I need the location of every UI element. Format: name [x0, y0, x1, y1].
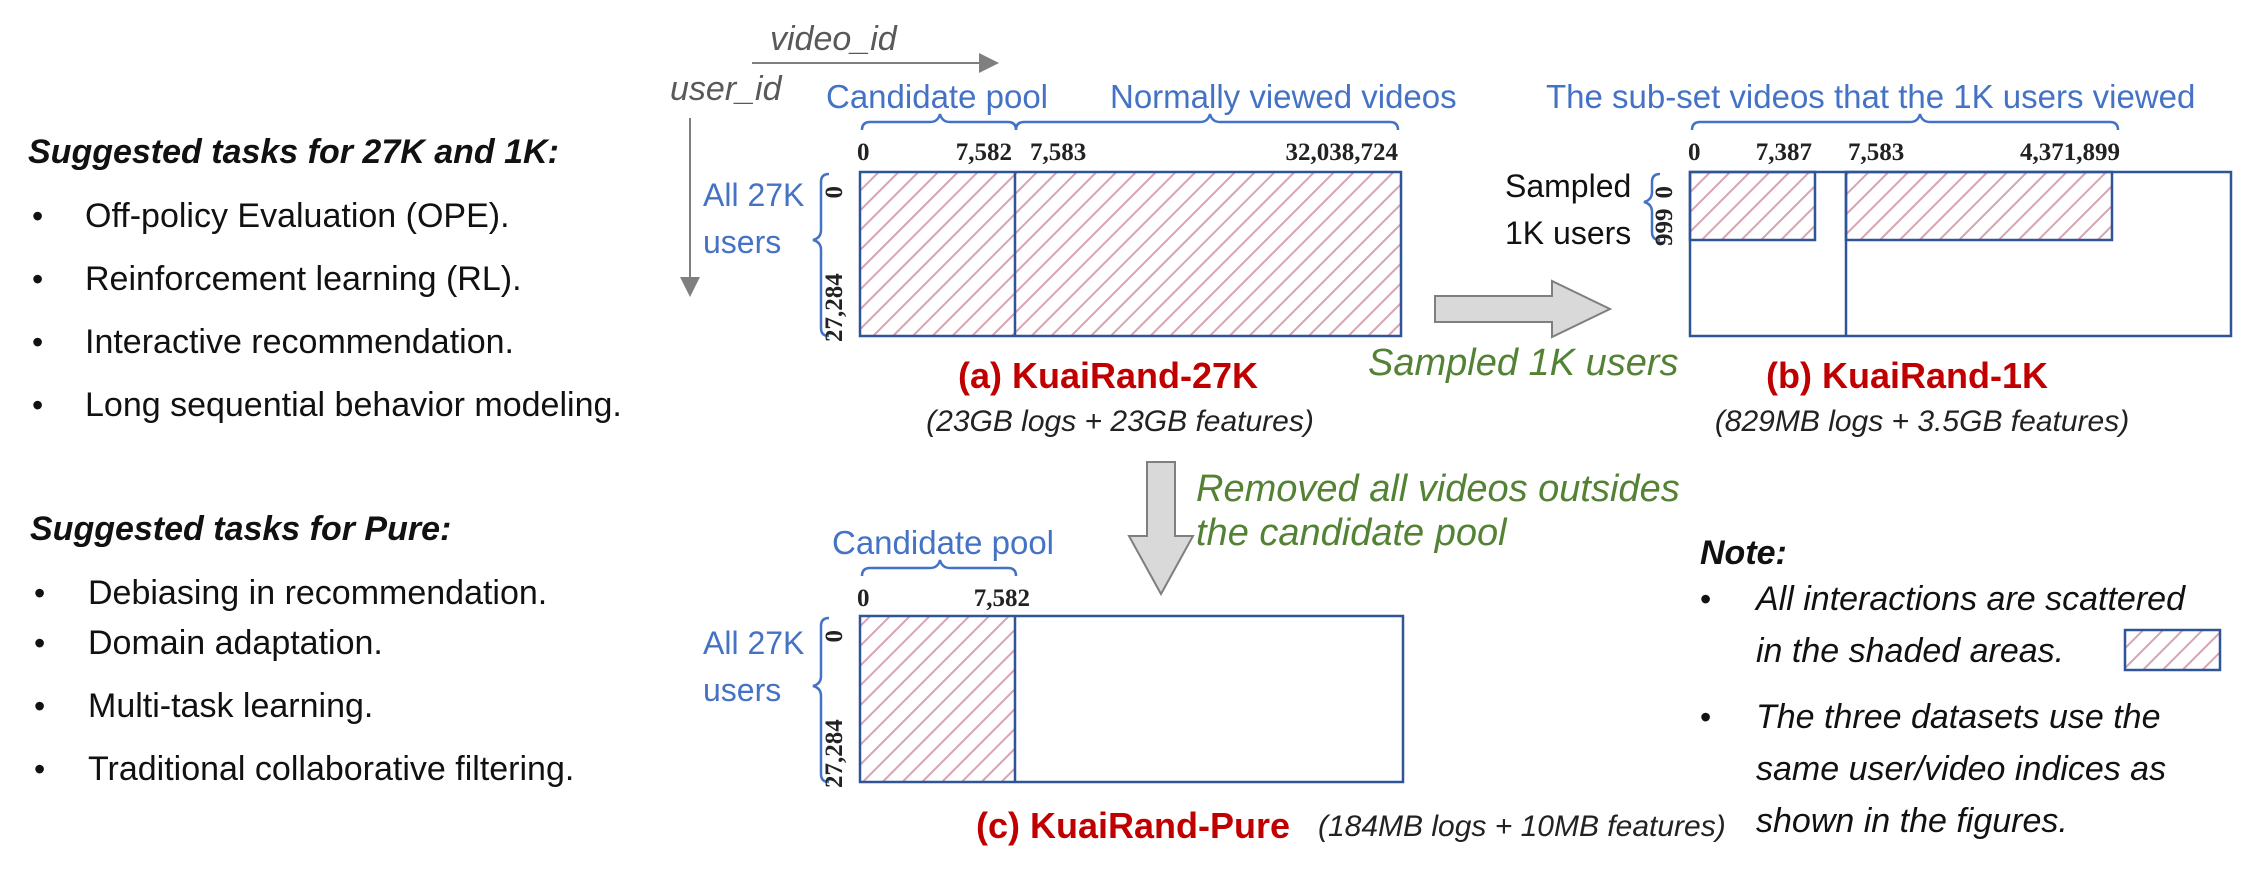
candidate-shaded-area — [860, 616, 1015, 782]
task-item: Off-policy Evaluation (OPE). — [85, 197, 510, 235]
bullet-icon: • — [34, 751, 45, 787]
col-tick: 7,582 — [974, 585, 1030, 612]
users-label: Sampled — [1505, 168, 1631, 204]
sampled-arrow-group: Sampled 1K users — [1368, 279, 1679, 384]
viewed-shaded-area — [1015, 172, 1401, 336]
note-line: in the shaded areas. — [1756, 632, 2064, 670]
col-tick: 0 — [1688, 139, 1701, 166]
shaded-area-legend-swatch — [2123, 628, 2222, 672]
dataset-title: (c) KuaiRand-Pure — [976, 805, 1290, 846]
bullet-icon: • — [1700, 581, 1711, 617]
users-label: All 27K — [703, 177, 804, 213]
task-item: Domain adaptation. — [88, 624, 383, 662]
col-tick: 7,387 — [1756, 139, 1812, 166]
users-label: users — [703, 224, 781, 260]
matrix-outline — [1688, 170, 2233, 338]
removed-arrow-group: Removed all videos outsides the candidat… — [1127, 461, 1680, 597]
dataset-subtitle: (23GB logs + 23GB features) — [926, 405, 1314, 438]
candidate-shaded-area — [860, 172, 1015, 336]
row-tick: 999 — [1651, 209, 1678, 247]
viewed-brace — [1014, 113, 1400, 131]
dataset-title: (b) KuaiRand-1K — [1766, 355, 2048, 396]
candidate-pool-label: Candidate pool — [826, 78, 1048, 115]
matrix-outline — [858, 170, 1403, 338]
bullet-icon: • — [32, 198, 43, 234]
col-tick: 32,038,724 — [1286, 139, 1399, 166]
subset-shaded-area — [1844, 170, 2114, 242]
tasks-27k-1k-heading: Suggested tasks for 27K and 1K: — [28, 133, 559, 171]
dataset-title: (a) KuaiRand-27K — [958, 355, 1258, 396]
col-tick: 7,583 — [1848, 139, 1904, 166]
right-arrow-icon — [1434, 279, 1613, 339]
bullet-icon: • — [34, 625, 45, 661]
col-tick: 0 — [857, 585, 870, 612]
removed-arrow-label: Removed all videos outsides — [1196, 468, 1680, 510]
users-label: All 27K — [703, 625, 804, 661]
candidate-shaded-area — [1688, 170, 1817, 242]
dataset-subtitle: (829MB logs + 3.5GB features) — [1715, 405, 2129, 438]
video-id-axis-label: video_id — [770, 20, 898, 58]
dataset-subtitle: (184MB logs + 10MB features) — [1318, 810, 1726, 843]
note-line: shown in the figures. — [1756, 802, 2068, 840]
candidate-pool-label: Candidate pool — [832, 524, 1054, 561]
col-tick: 0 — [857, 139, 870, 166]
note-box: Note: • All interactions are scattered i… — [1700, 534, 2222, 840]
candidate-brace — [860, 113, 1018, 131]
bullet-icon: • — [32, 324, 43, 360]
task-item: Traditional collaborative filtering. — [88, 750, 574, 788]
axis-indicator: video_id user_id — [670, 20, 999, 297]
matrix-outline — [858, 614, 1405, 784]
tasks-pure-heading: Suggested tasks for Pure: — [30, 510, 451, 548]
task-item: Long sequential behavior modeling. — [85, 386, 622, 424]
candidate-brace — [860, 559, 1018, 577]
bullet-icon: • — [1700, 699, 1711, 735]
bullet-icon: • — [32, 387, 43, 423]
bullet-icon: • — [32, 261, 43, 297]
row-tick: 27,284 — [821, 719, 848, 788]
removed-arrow-label: the candidate pool — [1196, 512, 1508, 554]
down-arrow-icon — [1127, 461, 1195, 597]
row-tick: 0 — [821, 186, 848, 199]
viewed-videos-label: Normally viewed videos — [1110, 78, 1457, 115]
note-line: The three datasets use the — [1756, 698, 2160, 736]
task-item: Interactive recommendation. — [85, 323, 514, 361]
bullet-icon: • — [34, 688, 45, 724]
row-tick: 0 — [1651, 186, 1678, 199]
users-label: 1K users — [1505, 215, 1631, 251]
dataset-b-panel: The sub-set videos that the 1K users vie… — [1505, 78, 2233, 438]
bullet-icon: • — [34, 575, 45, 611]
sampled-arrow-label: Sampled 1K users — [1368, 342, 1679, 384]
task-item: Multi-task learning. — [88, 687, 373, 725]
task-item: Debiasing in recommendation. — [88, 574, 547, 612]
dataset-c-panel: Candidate pool 0 7,582 All 27K users 0 2… — [703, 524, 1726, 846]
dataset-a-panel: Candidate pool Normally viewed videos 0 … — [703, 78, 1457, 438]
row-tick: 0 — [821, 630, 848, 643]
user-id-axis-label: user_id — [670, 70, 783, 108]
note-line: same user/video indices as — [1756, 750, 2166, 788]
users-brace — [812, 172, 830, 338]
col-tick: 4,371,899 — [2020, 139, 2120, 166]
col-tick: 7,583 — [1030, 139, 1086, 166]
col-tick: 7,582 — [956, 139, 1012, 166]
note-heading: Note: — [1700, 534, 1787, 572]
task-item: Reinforcement learning (RL). — [85, 260, 522, 298]
users-label: users — [703, 672, 781, 708]
row-tick: 27,284 — [821, 273, 848, 342]
tasks-pure: Suggested tasks for Pure: • Debiasing in… — [30, 510, 574, 788]
users-brace — [812, 616, 830, 784]
note-line: All interactions are scattered — [1754, 580, 2186, 618]
users-brace — [1643, 172, 1661, 242]
subset-videos-label: The sub-set videos that the 1K users vie… — [1546, 78, 2195, 115]
subset-brace — [1690, 113, 2120, 131]
tasks-27k-1k: Suggested tasks for 27K and 1K: • Off-po… — [28, 133, 622, 424]
